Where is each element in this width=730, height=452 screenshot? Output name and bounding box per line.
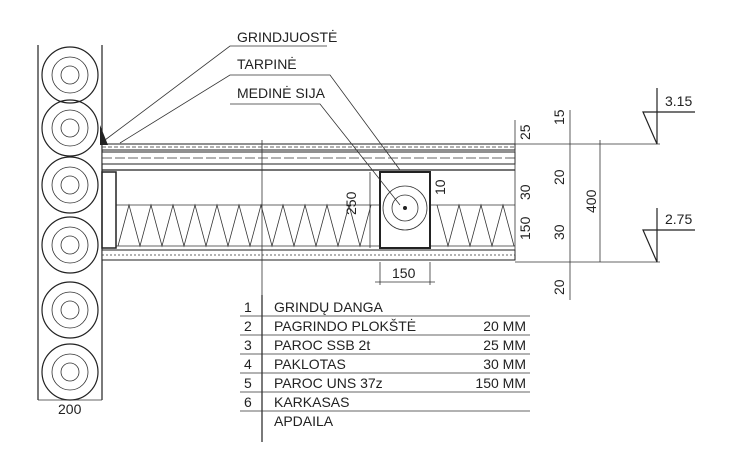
wall-width-dimension: 200 [38, 399, 102, 417]
wall-side-board [101, 171, 117, 249]
log-end [41, 99, 99, 157]
log-ring [51, 109, 89, 147]
log-ring [51, 353, 89, 391]
legend-row: 1 GRINDŲ DANGA [240, 299, 530, 317]
log-end [41, 216, 99, 274]
baseboard-grindjuoste [100, 125, 108, 145]
elevation-bottom: 2.75 [665, 211, 692, 227]
legend-number: 3 [244, 337, 252, 353]
legend-row: 2 PAGRINDO PLOKŠTĖ 20 MM [240, 317, 530, 336]
wooden-beam: 250 10 150 [343, 171, 448, 285]
log-ring [60, 65, 80, 85]
legend-thickness: 25 MM [483, 337, 526, 353]
callout-medine-sija: MEDINĖ SIJA [237, 84, 326, 101]
legend-row: 6 KARKASAS [240, 394, 530, 412]
log-wall [37, 45, 103, 401]
log-end [41, 46, 99, 104]
legend-material: PAGRINDO PLOKŠTĖ [274, 317, 416, 334]
dim-outer-30: 30 [551, 224, 567, 240]
legend-material: APDAILA [274, 413, 334, 429]
vertical-dimensions: 25 30 150 15 20 30 20 400 [514, 109, 660, 300]
legend-row: APDAILA [274, 413, 334, 429]
legend-material: PAKLOTAS [274, 356, 346, 372]
callout-tarpine: TARPINĖ [237, 55, 297, 72]
beam-width-label: 150 [392, 265, 416, 281]
log-ring [60, 300, 80, 320]
callouts: GRINDJUOSTĖ TARPINĖ MEDINĖ SIJA [104, 28, 401, 206]
dim-inner-25: 25 [517, 124, 533, 140]
legend-number: 5 [244, 375, 252, 391]
dim-outer-20: 20 [551, 169, 567, 185]
legend-number: 6 [244, 394, 252, 410]
legend-material: GRINDŲ DANGA [274, 299, 384, 315]
callout-grindjuoste: GRINDJUOSTĖ [237, 28, 337, 45]
legend-material: PAROC UNS 37z [274, 375, 383, 391]
dim-total-400: 400 [583, 189, 599, 213]
legend-number: 1 [244, 299, 252, 315]
gap-label: 10 [432, 179, 448, 195]
floor-layers [100, 125, 516, 295]
log-ring [51, 56, 89, 94]
insulation-layer [116, 203, 515, 248]
legend-row: 5 PAROC UNS 37z 150 MM [240, 375, 530, 393]
dim-outer-15: 15 [551, 109, 567, 125]
dim-inner-30: 30 [517, 184, 533, 200]
wall-width-label: 200 [58, 401, 82, 417]
log-ring [60, 362, 80, 382]
log-end [41, 281, 99, 339]
legend-thickness: 20 MM [483, 318, 526, 334]
legend-thickness: 150 MM [475, 375, 526, 391]
log-ring [60, 235, 80, 255]
dim-outer-20b: 20 [551, 279, 567, 295]
beam-height-label: 250 [343, 191, 359, 215]
legend-thickness: 30 MM [483, 356, 526, 372]
dim-inner-150: 150 [517, 216, 533, 240]
legend-row: 3 PAROC SSB 2t 25 MM [240, 337, 530, 355]
log-ring [51, 291, 89, 329]
legend-number: 4 [244, 356, 252, 372]
legend-row: 4 PAKLOTAS 30 MM [240, 356, 530, 374]
log-ring [51, 166, 89, 204]
log-ring [60, 118, 80, 138]
legend-number: 2 [244, 318, 252, 334]
legend-material: KARKASAS [274, 394, 349, 410]
log-ring [51, 226, 89, 264]
log-end [41, 343, 99, 401]
legend-material: PAROC SSB 2t [274, 337, 370, 353]
log-ring [60, 175, 80, 195]
log-end [41, 156, 99, 214]
elevation-top: 3.15 [665, 93, 692, 109]
elevation-marks: 3.15 2.75 [642, 88, 695, 263]
